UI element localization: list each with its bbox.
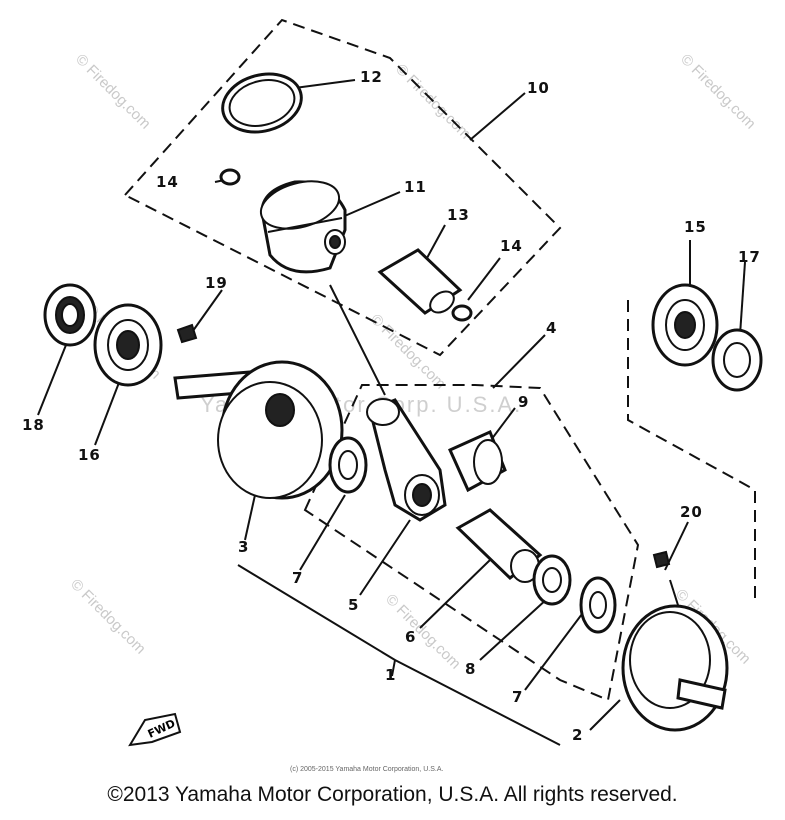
- callout-11: 11: [404, 178, 427, 196]
- callout-13: 13: [447, 206, 470, 224]
- thrust-washer: [328, 436, 368, 494]
- copyright-small: (c) 2005-2015 Yamaha Motor Corporation, …: [290, 766, 444, 773]
- callout-1: 1: [385, 666, 396, 684]
- callout-2: 2: [572, 726, 583, 744]
- circlip: [451, 304, 473, 322]
- circlip: [219, 168, 241, 186]
- piston: [259, 180, 347, 274]
- big-end-bearing: [532, 554, 572, 606]
- copyright-notice: ©2013 Yamaha Motor Corporation, U.S.A. A…: [107, 783, 678, 806]
- oil-seal: [43, 283, 97, 347]
- callout-8: 8: [465, 660, 476, 678]
- woodruff-key: [652, 550, 671, 569]
- callout-18: 18: [22, 416, 45, 434]
- connecting-rod: [366, 398, 447, 522]
- callout-4: 4: [546, 319, 557, 337]
- small-end-bearing: [448, 429, 507, 493]
- callout-17: 17: [738, 248, 761, 266]
- watermark-site: © Firedog.com: [72, 51, 154, 133]
- bearing: [651, 283, 719, 367]
- callout-5: 5: [348, 596, 359, 614]
- crank-pin: [455, 508, 543, 583]
- callout-14: 14: [500, 237, 523, 255]
- crankshaft-right: [621, 604, 729, 732]
- callout-14: 14: [156, 173, 179, 191]
- fwd-arrow-icon: FWD: [128, 712, 182, 747]
- callout-20: 20: [680, 503, 703, 521]
- watermark-site: © Firedog.com: [67, 576, 149, 658]
- oil-seal: [711, 328, 763, 392]
- callout-9: 9: [518, 393, 529, 411]
- watermark-site: © Firedog.com: [677, 51, 759, 133]
- woodruff-key: [176, 323, 198, 344]
- callout-19: 19: [205, 274, 228, 292]
- callout-15: 15: [684, 218, 707, 236]
- crankshaft-left: [173, 360, 344, 500]
- callout-7: 7: [512, 688, 523, 706]
- callout-12: 12: [360, 68, 383, 86]
- watermark-site: © Firedog.com: [367, 311, 449, 393]
- piston-ring: [221, 72, 303, 134]
- leader-lines: [37, 79, 746, 746]
- callout-3: 3: [238, 538, 249, 556]
- piston-pin: [377, 248, 463, 315]
- group-outline-bearing-set: [627, 300, 756, 600]
- callout-16: 16: [78, 446, 101, 464]
- callout-labels: 12 10 14 11 13 14 15 17 19 4 9 18 16 20 …: [22, 68, 761, 744]
- thrust-washer: [579, 576, 617, 634]
- callout-6: 6: [405, 628, 416, 646]
- callout-10: 10: [527, 79, 550, 97]
- callout-7: 7: [292, 569, 303, 587]
- group-outline-piston: [123, 18, 562, 357]
- bearing: [93, 303, 163, 387]
